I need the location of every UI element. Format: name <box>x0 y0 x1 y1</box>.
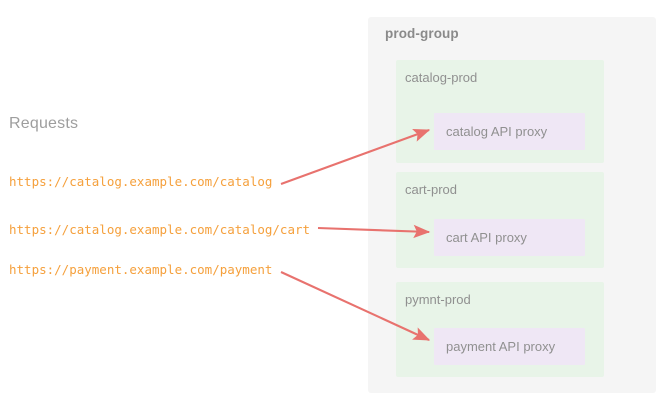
requests-heading: Requests <box>9 115 79 132</box>
request-url-payment: https://payment.example.com/payment <box>9 262 273 277</box>
subgroup-label-pymnt-prod: pymnt-prod <box>405 292 471 307</box>
subgroup-label-catalog-prod: catalog-prod <box>405 70 478 85</box>
proxy-label-payment: payment API proxy <box>446 339 556 354</box>
request-url-catalog: https://catalog.example.com/catalog <box>9 174 273 189</box>
proxy-box-payment: payment API proxy <box>434 328 585 365</box>
proxy-label-cart: cart API proxy <box>446 230 527 245</box>
subgroup-label-cart-prod: cart-prod <box>405 182 458 197</box>
proxy-label-catalog: catalog API proxy <box>446 124 548 139</box>
proxy-box-cart: cart API proxy <box>434 219 585 256</box>
proxy-box-catalog: catalog API proxy <box>434 113 585 150</box>
prod-group-label: prod-group <box>385 26 459 41</box>
request-url-catalog-cart: https://catalog.example.com/catalog/cart <box>9 222 311 237</box>
